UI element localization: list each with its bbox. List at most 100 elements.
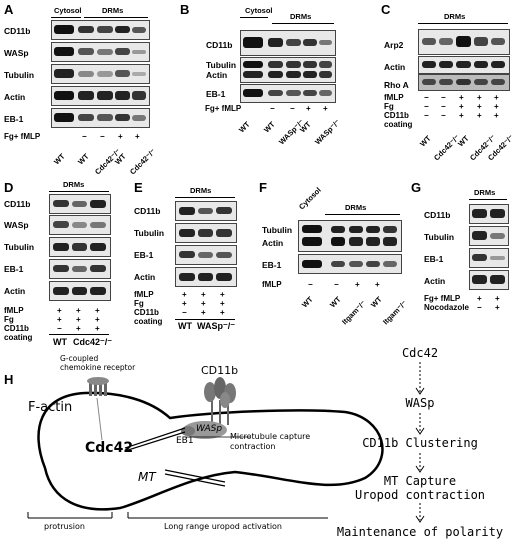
drms-bracket <box>418 23 508 24</box>
blot-strip <box>175 267 237 287</box>
row-label: Actin <box>134 272 156 282</box>
condition-label: Nocodazole <box>424 303 469 312</box>
sign: + <box>201 290 206 299</box>
treatment-label: Fg+ fMLP <box>4 132 41 141</box>
sign: − <box>290 104 295 113</box>
row-label: Tubulin <box>4 242 35 252</box>
blot-strip <box>49 215 111 235</box>
drms-bracket <box>272 23 334 24</box>
drms-bracket <box>49 191 109 192</box>
sign: + <box>220 290 225 299</box>
row-label: Actin <box>262 238 284 248</box>
sign: + <box>459 111 464 120</box>
sign: + <box>375 280 380 289</box>
row-label: WASp <box>4 220 29 230</box>
row-label: Actin <box>4 286 26 296</box>
sign: + <box>220 308 225 317</box>
panel-letter: B <box>180 2 190 17</box>
row-label: Actin <box>384 62 406 72</box>
row-label: Actin <box>206 70 228 80</box>
sign: − <box>57 324 62 333</box>
condition-label: fMLP <box>384 93 404 102</box>
sign: − <box>424 102 429 111</box>
sign: − <box>441 111 446 120</box>
sign: − <box>424 111 429 120</box>
pathway-step: WASp <box>405 396 435 410</box>
sign: − <box>441 93 446 102</box>
sign: + <box>135 132 140 141</box>
sign: − <box>308 280 313 289</box>
lane-label: Cdc42⁻/⁻ <box>73 337 113 347</box>
sign: + <box>323 104 328 113</box>
sign: − <box>82 132 87 141</box>
uropod-label: Long range uropod activation <box>164 522 282 531</box>
condition-label: Fg <box>4 315 14 324</box>
treatment-label: fMLP <box>262 280 282 289</box>
pathway-step: MT Capture Uropod contraction <box>354 474 486 502</box>
row-label: EB-1 <box>262 260 282 270</box>
condition-label: coating <box>4 333 33 342</box>
sign: + <box>182 299 187 308</box>
sign: + <box>306 104 311 113</box>
blot-strip <box>51 108 150 128</box>
sign: + <box>182 290 187 299</box>
cytosol-bracket <box>240 17 268 18</box>
drms-label: DRMs <box>444 12 466 21</box>
sign: − <box>270 104 275 113</box>
sign: + <box>95 324 100 333</box>
blot-strip <box>469 226 509 246</box>
sign: + <box>95 315 100 324</box>
drms-label: DRMs <box>190 186 212 195</box>
sign: − <box>100 132 105 141</box>
condition-label: fMLP <box>4 306 24 315</box>
sign: + <box>459 93 464 102</box>
row-label: EB-1 <box>4 114 24 124</box>
sign: + <box>495 303 500 312</box>
blot-strip <box>49 259 111 279</box>
pathway-step: CD11b Clustering <box>362 436 478 450</box>
condition-label: CD11b <box>4 324 29 333</box>
cd11b-label: CD11b <box>201 364 239 377</box>
pathway-step: Cdc42 <box>401 346 439 360</box>
condition-label: CD11b coating <box>384 111 413 129</box>
receptor-label: G-coupled chemokine receptor <box>60 354 136 372</box>
sign: + <box>459 102 464 111</box>
drms-label: DRMs <box>63 180 85 189</box>
drms-label: DRMs <box>102 6 124 15</box>
blot-strip <box>49 194 111 214</box>
lane-label: WASp⁻/⁻ <box>197 321 235 331</box>
sign: + <box>495 294 500 303</box>
row-label: WASp <box>4 48 29 58</box>
row-label: CD11b <box>4 199 31 209</box>
blot-strip <box>469 270 509 290</box>
eb1-label: EB1 <box>176 436 194 446</box>
sign: − <box>334 280 339 289</box>
row-label: Tubulin <box>424 232 455 242</box>
sign: + <box>76 324 81 333</box>
condition-label: Fg <box>384 102 394 111</box>
receptor-icon <box>87 377 109 396</box>
blot-strip <box>175 201 237 221</box>
row-label: Tubulin <box>206 60 237 70</box>
cdc42-label: Cdc42 <box>85 440 134 456</box>
cd11b-cluster-icon <box>204 377 236 425</box>
sign: + <box>477 111 482 120</box>
panel-letter: C <box>381 2 391 17</box>
mt-line <box>124 431 186 452</box>
sign: + <box>220 299 225 308</box>
mt-line <box>124 427 186 449</box>
condition-label: Fg <box>134 299 144 308</box>
row-label: EB-1 <box>4 264 24 274</box>
blot-strip <box>51 42 150 62</box>
condition-label: fMLP <box>134 290 154 299</box>
sign: + <box>57 315 62 324</box>
capture-label: Microtubule capture contraction <box>230 432 311 451</box>
sign: − <box>182 308 187 317</box>
drms-label: DRMs <box>474 188 496 197</box>
panel-letter: H <box>4 372 14 387</box>
blot-strip <box>469 204 509 224</box>
blot-strip <box>240 57 336 83</box>
blot-strip <box>418 29 510 55</box>
blot-strip <box>418 74 510 91</box>
sign: + <box>76 306 81 315</box>
